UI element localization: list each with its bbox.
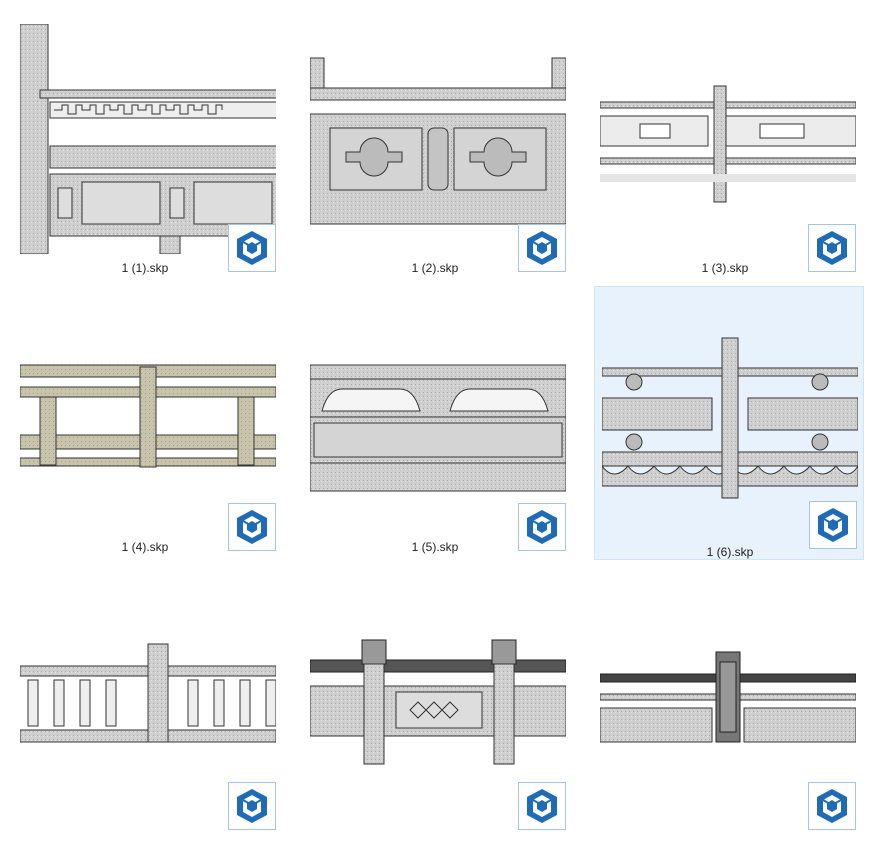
sketchup-icon	[228, 782, 276, 830]
file-name: 1 (6).skp	[706, 545, 754, 559]
sketchup-icon	[228, 224, 276, 272]
file-tile-8[interactable]	[290, 568, 566, 842]
railing-thumbnail	[20, 24, 276, 254]
sketchup-icon	[518, 224, 566, 272]
file-name: 1 (1).skp	[121, 261, 169, 275]
railing-thumbnail	[600, 582, 856, 812]
file-name: 1 (4).skp	[121, 540, 169, 554]
file-name: 1 (5).skp	[411, 540, 459, 554]
sketchup-icon	[808, 782, 856, 830]
file-tile-2[interactable]: 1 (2).skp	[290, 10, 566, 284]
file-tile-1[interactable]: 1 (1).skp	[0, 10, 276, 284]
file-tile-7[interactable]	[0, 568, 276, 842]
railing-thumbnail	[600, 24, 856, 254]
file-name: 1 (3).skp	[701, 261, 749, 275]
railing-thumbnail	[20, 303, 276, 533]
file-tile-6[interactable]: 1 (6).skp	[594, 286, 864, 560]
file-name: 1 (2).skp	[411, 261, 459, 275]
sketchup-icon	[518, 782, 566, 830]
railing-thumbnail	[310, 582, 566, 812]
sketchup-icon	[518, 503, 566, 551]
file-tile-4[interactable]: 1 (4).skp	[0, 289, 276, 563]
railing-thumbnail	[20, 582, 276, 812]
railing-thumbnail	[310, 24, 566, 254]
railing-thumbnail	[602, 304, 858, 534]
sketchup-icon	[808, 224, 856, 272]
file-tile-5[interactable]: 1 (5).skp	[290, 289, 566, 563]
sketchup-icon	[228, 503, 276, 551]
file-tile-3[interactable]: 1 (3).skp	[580, 10, 856, 284]
file-tile-9[interactable]	[580, 568, 856, 842]
railing-thumbnail	[310, 303, 566, 533]
sketchup-icon	[809, 501, 857, 549]
